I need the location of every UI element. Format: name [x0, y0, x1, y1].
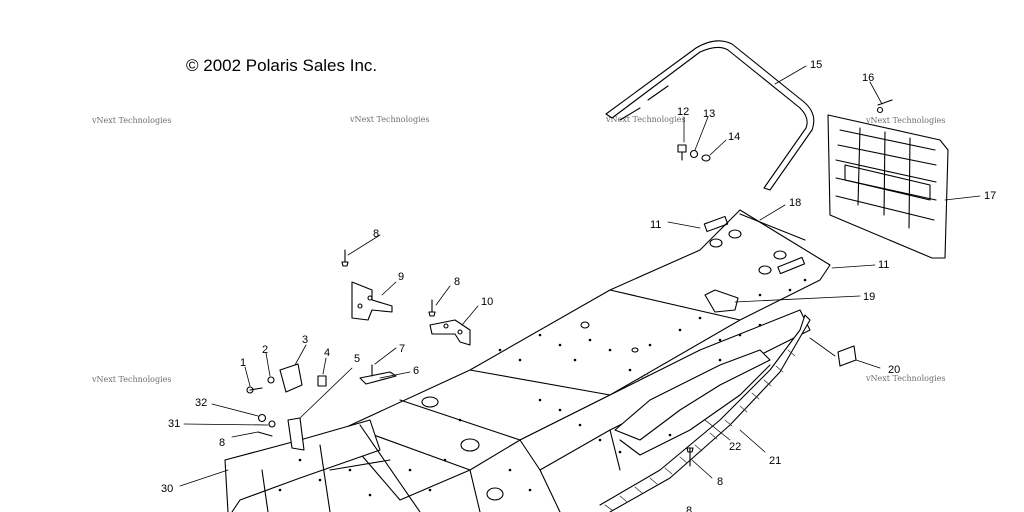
callout-label: 5 — [354, 353, 360, 365]
chassis-tunnel — [224, 209, 831, 512]
snow-flap — [827, 114, 949, 259]
part-20 — [837, 345, 857, 367]
hardware-12-13-14 — [677, 144, 711, 162]
callout-label: 8 — [717, 476, 723, 488]
callout-label: 16 — [862, 72, 874, 84]
rear-bumper-handle — [605, 40, 815, 191]
front-hardware — [246, 363, 397, 451]
callout-label: 8 — [373, 228, 379, 240]
callout-label: 32 — [195, 397, 207, 409]
hardware-16 — [876, 99, 893, 114]
callout-label: 1 — [240, 357, 246, 369]
bolt-8 — [341, 249, 694, 467]
callout-label: 12 — [677, 106, 689, 118]
callout-label: 18 — [789, 197, 801, 209]
callout-label: 6 — [413, 365, 419, 377]
callout-label: 30 — [161, 483, 173, 495]
bracket-9 — [351, 281, 393, 321]
leader-lines — [179, 65, 981, 487]
callout-label: 21 — [769, 455, 781, 467]
callout-label: 2 — [262, 344, 268, 356]
callout-label: 7 — [399, 343, 405, 355]
callout-label: 31 — [168, 418, 180, 430]
callout-label: 10 — [481, 296, 493, 308]
callout-label: 11 — [650, 219, 661, 231]
callout-label: 20 — [888, 364, 900, 376]
callout-label: 11 — [878, 259, 889, 271]
callout-label: 8 — [686, 505, 692, 512]
copyright-notice: © 2002 Polaris Sales Inc. — [186, 56, 378, 75]
callout-label: 19 — [863, 291, 875, 303]
running-board-rail — [599, 314, 811, 512]
callout-label: 17 — [984, 190, 996, 202]
callout-label: 13 — [703, 108, 715, 120]
rear-deck-details — [703, 213, 806, 313]
callout-label: 4 — [324, 347, 330, 359]
callout-label: 22 — [729, 441, 741, 453]
callout-label: 14 — [728, 131, 740, 143]
bracket-10 — [429, 319, 471, 346]
callout-label: 9 — [398, 271, 404, 283]
callout-label: 8 — [454, 276, 460, 288]
callout-label: 3 — [302, 334, 308, 346]
callout-label: 8 — [219, 437, 225, 449]
callout-numbers: 15 16 12 13 14 17 18 11 11 8 9 8 10 19 3… — [161, 59, 996, 512]
callout-label: 15 — [810, 59, 822, 71]
